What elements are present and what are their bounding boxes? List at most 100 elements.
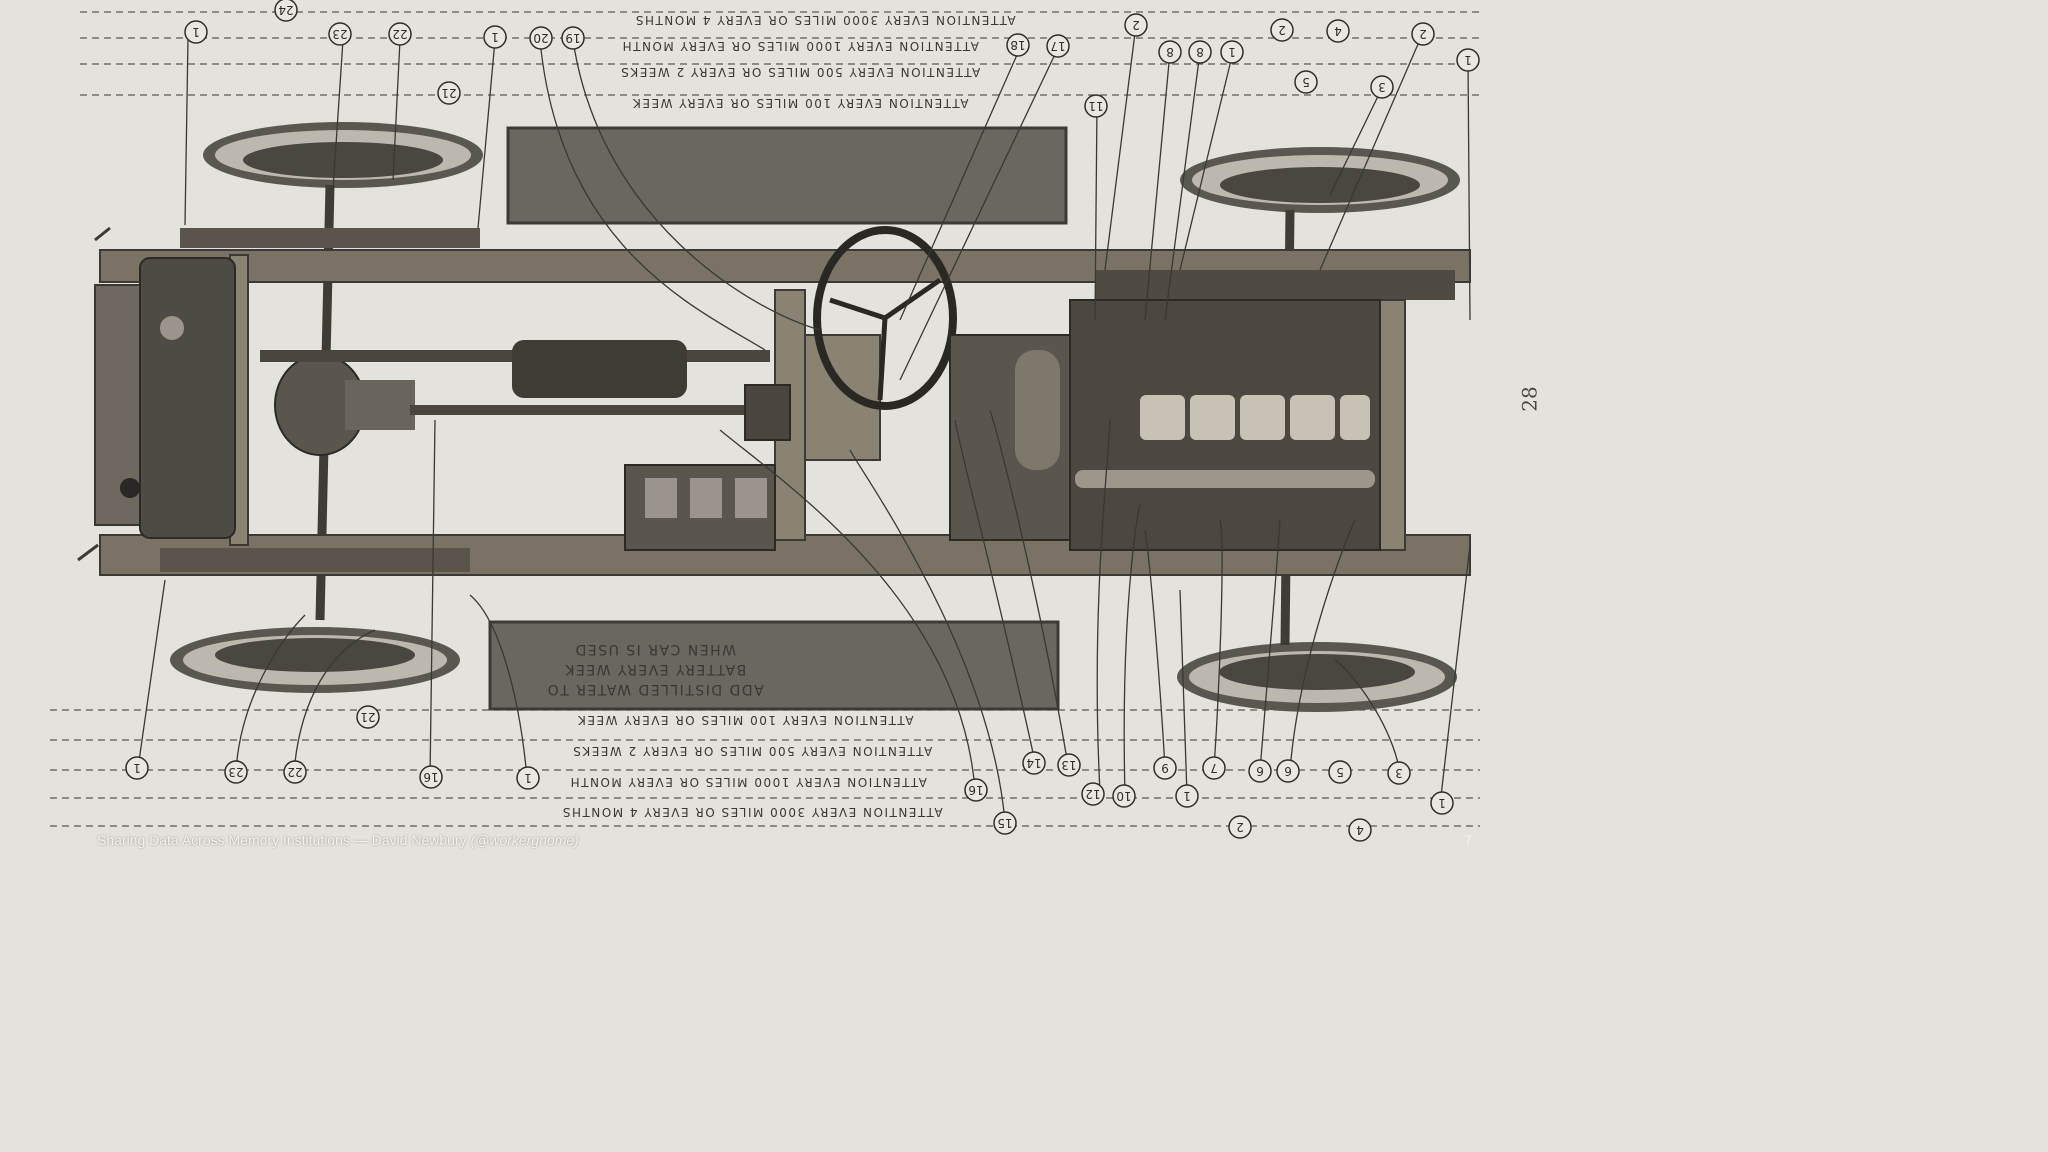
wheel-top-right: [1180, 147, 1460, 213]
top-label-3000: ATTENTION EVERY 3000 MILES OR EVERY 4 MO…: [634, 13, 1015, 27]
top-callout-circle: [1270, 18, 1294, 42]
bottom-callout-number: 7: [1210, 761, 1218, 775]
gearbox: [744, 384, 791, 441]
bottom-callout-number: 3: [1395, 766, 1403, 780]
bottom-callout-circle: [1022, 751, 1046, 775]
wheel-bottom-right: [1177, 642, 1457, 712]
top-callout-circle: [529, 26, 553, 50]
top-callout-circle: [1188, 40, 1212, 64]
wheel-top-left: [203, 122, 483, 188]
engine: [1069, 299, 1381, 551]
bottom-callout-circle: [1153, 756, 1177, 780]
top-callout-circle: [1456, 48, 1480, 72]
top-callout-number: 4: [1334, 24, 1342, 38]
bottom-callout-number: 2: [1236, 820, 1244, 834]
bottom-callout-number: 9: [1161, 761, 1169, 775]
bottom-callout-circle: [283, 760, 307, 784]
top-callout-number: 1: [491, 30, 499, 44]
bottom-callout-number: 1: [524, 771, 532, 785]
top-callout-number: 1: [1464, 53, 1472, 67]
top-callout-number: 17: [1050, 39, 1065, 53]
bottom-callout-circle: [419, 765, 443, 789]
bottom-callout-number: 1: [1183, 789, 1191, 803]
top-label-500: ATTENTION EVERY 500 MILES OR EVERY 2 WEE…: [620, 65, 980, 79]
top-callout-number: 23: [332, 27, 347, 41]
frame-hooks: [77, 226, 111, 562]
top-callout-number: 1: [192, 25, 200, 39]
wheel-bottom-left: [170, 627, 460, 693]
battery-note-line-3: WHEN CAR IS USED: [574, 641, 736, 657]
bottom-callout-number: 6: [1256, 764, 1264, 778]
bottom-callout-circle: [516, 766, 540, 790]
footer-handle: (@workergnome): [470, 832, 579, 848]
bottom-label-500: ATTENTION EVERY 500 MILES OR EVERY 2 WEE…: [572, 744, 932, 758]
top-callout-number: 19: [565, 31, 580, 45]
battery-note-line-1: ADD DISTILLED WATER TO: [546, 681, 763, 697]
bottom-callout-circle: [1348, 818, 1372, 842]
top-callout-number: 3: [1378, 80, 1386, 94]
chassis-diagram: ATTENTION EVERY 3000 MILES OR EVERY 4 MO…: [50, 0, 1480, 842]
bottom-callout-circle: [1387, 761, 1411, 785]
fuel-tank: [94, 257, 236, 539]
floor-panel: [804, 334, 881, 461]
top-callout-number: 11: [1088, 99, 1103, 113]
bottom-label-100: ATTENTION EVERY 100 MILES OR EVERY WEEK: [577, 713, 914, 727]
top-callout-circle: [1294, 70, 1318, 94]
bottom-callout-number: 13: [1061, 758, 1076, 772]
bottom-callout-number: 12: [1085, 787, 1100, 801]
top-callout-number: 18: [1010, 38, 1025, 52]
top-callout-number: 8: [1166, 45, 1174, 59]
top-callout-circle: [1411, 22, 1435, 46]
bottom-callout-number: 16: [423, 770, 438, 784]
bottom-callout-circle: [1248, 759, 1272, 783]
top-callout-number: 1: [1228, 45, 1236, 59]
bottom-service-labels: ATTENTION EVERY 100 MILES OR EVERY WEEK …: [561, 713, 942, 819]
bottom-callout-number: 23: [228, 765, 243, 779]
bottom-callout-circle: [1276, 759, 1300, 783]
bottom-callout-number: 22: [287, 765, 302, 779]
top-service-labels: ATTENTION EVERY 3000 MILES OR EVERY 4 MO…: [620, 13, 1016, 110]
battery-note-sign: ADD DISTILLED WATER TO BATTERY EVERY WEE…: [488, 620, 1060, 711]
bottom-label-3000: ATTENTION EVERY 3000 MILES OR EVERY 4 MO…: [561, 805, 942, 819]
top-callout-circle: [1220, 40, 1244, 64]
bottom-callout-number: 15: [997, 816, 1012, 830]
top-label-1000: ATTENTION EVERY 1000 MILES OR EVERY MONT…: [621, 39, 979, 53]
radiator: [949, 334, 1071, 541]
top-callout-circle: [437, 81, 461, 105]
top-callout-circle: [1326, 19, 1350, 43]
top-callout-circle: [1370, 75, 1394, 99]
bottom-label-1000: ATTENTION EVERY 1000 MILES OR EVERY MONT…: [569, 775, 927, 789]
top-label-100: ATTENTION EVERY 100 MILES OR EVERY WEEK: [632, 96, 969, 110]
top-callout-number: 24: [278, 3, 293, 17]
top-callout-circle: [1006, 33, 1030, 57]
top-callout-circle: [1158, 40, 1182, 64]
bottom-callout-circle: [1057, 753, 1081, 777]
top-callout-circle: [184, 20, 208, 44]
wheels: [170, 122, 1460, 712]
slide-number: 7: [1464, 832, 1472, 848]
drive-shaft: [260, 340, 770, 415]
page-number: 28: [1517, 386, 1542, 412]
leader-lines: [137, 24, 1471, 823]
bottom-callout-number: 21: [360, 710, 375, 724]
bottom-callout-number: 16: [968, 783, 983, 797]
bottom-callout-circle: [1328, 760, 1352, 784]
bottom-callout-number: 1: [1438, 796, 1446, 810]
top-callout-number: 2: [1132, 18, 1140, 32]
bottom-callout-circle: [1228, 815, 1252, 839]
bottom-callout-circle: [224, 760, 248, 784]
top-callout-circle: [388, 22, 412, 46]
top-callout-circle: [328, 22, 352, 46]
top-callout-circle: [561, 26, 585, 50]
battery-note-line-2: BATTERY EVERY WEEK: [564, 661, 746, 677]
slide-footer: Sharing Data Across Memory Institutions …: [97, 832, 579, 848]
top-callout-circle: [274, 0, 298, 22]
top-callout-number: 20: [533, 31, 548, 45]
top-callout-number: 5: [1302, 75, 1310, 89]
top-callout-circle: [1046, 34, 1070, 58]
top-service-lines: [80, 11, 1480, 96]
bottom-callout-number: 6: [1284, 764, 1292, 778]
top-callout-circle: [483, 25, 507, 49]
bottom-callout-circle: [1202, 756, 1226, 780]
top-callout-number: 22: [392, 27, 407, 41]
